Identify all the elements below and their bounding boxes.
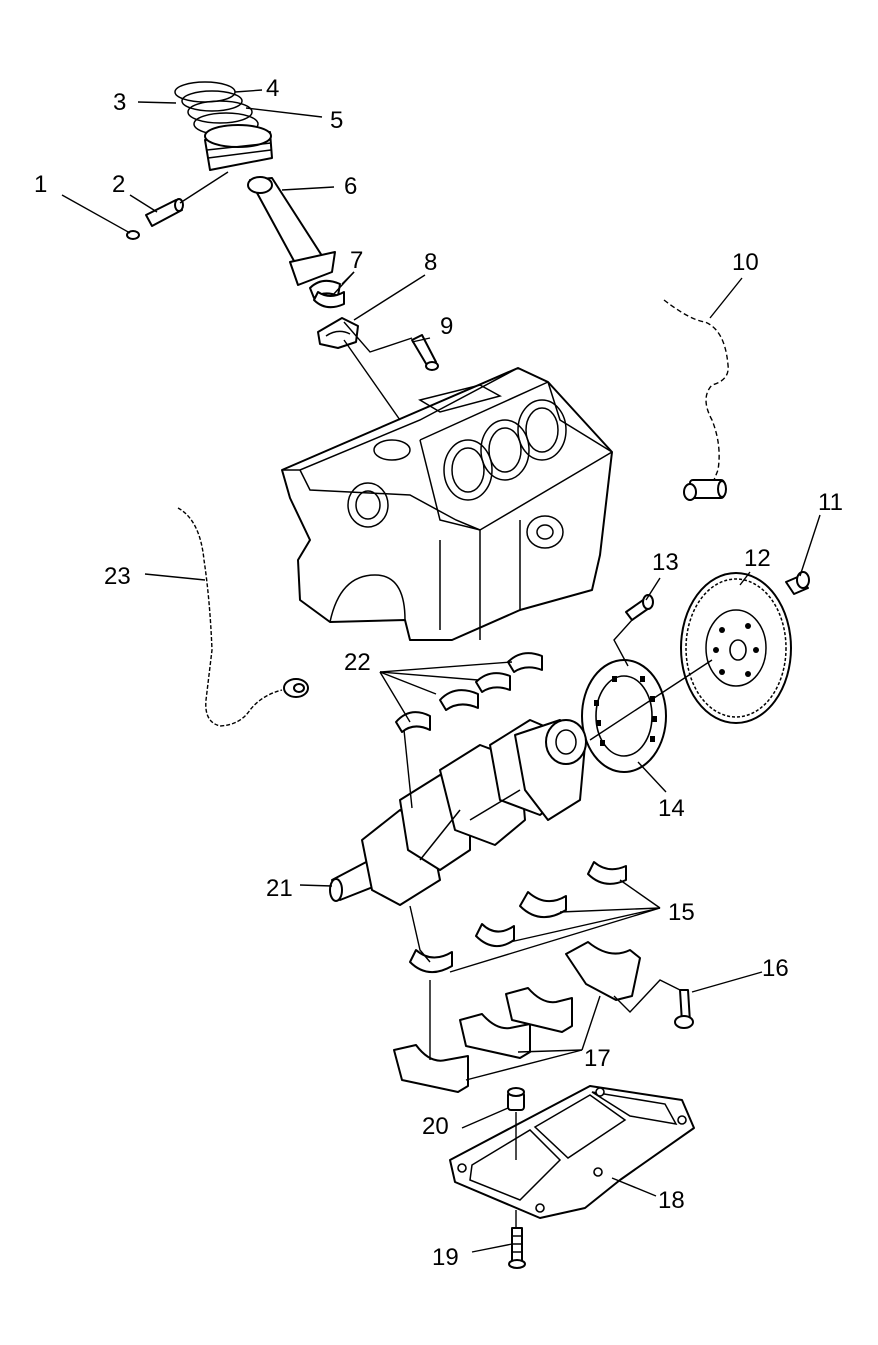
callout-10: 10 (732, 249, 759, 276)
callout-21: 21 (266, 875, 293, 902)
callout-14: 14 (658, 795, 685, 822)
oil-pan-bolt (508, 1227, 526, 1269)
callout-labels: 1 2 3 4 5 6 7 8 9 10 11 12 13 14 15 16 1… (34, 75, 843, 1271)
callout-2: 2 (112, 171, 125, 198)
leader-lines (61, 89, 821, 1253)
callout-1: 1 (34, 171, 47, 198)
callout-6: 6 (344, 173, 357, 200)
flexplate-bolt (785, 571, 810, 595)
crank-position-sensor (663, 299, 729, 501)
engine-block (281, 367, 613, 641)
callout-20: 20 (422, 1113, 449, 1140)
main-bearing-caps (393, 941, 641, 1093)
callout-3: 3 (113, 89, 126, 116)
lower-main-bearings (409, 861, 627, 973)
upper-main-bearings (395, 652, 543, 733)
callout-13: 13 (652, 549, 679, 576)
callout-22: 22 (344, 649, 371, 676)
callout-17: 17 (584, 1045, 611, 1072)
oil-pan-plug (507, 1087, 525, 1111)
flexplate (680, 572, 792, 724)
callout-19: 19 (432, 1244, 459, 1271)
connecting-rod (247, 176, 336, 286)
callout-9: 9 (440, 313, 453, 340)
rod-bolt (411, 334, 439, 371)
main-cap-bolt (674, 989, 694, 1029)
assembly-lines (343, 321, 713, 1228)
callout-5: 5 (330, 107, 343, 134)
piston-pin (145, 171, 229, 227)
callout-4: 4 (266, 75, 279, 102)
callout-7: 7 (350, 247, 363, 274)
callout-12: 12 (744, 545, 771, 572)
knock-sensor (177, 507, 309, 727)
callout-11: 11 (818, 489, 843, 516)
rod-bearings (309, 279, 345, 309)
piston (204, 124, 273, 171)
callout-16: 16 (762, 955, 789, 982)
callout-23: 23 (104, 563, 131, 590)
oil-pan-gasket (449, 1085, 695, 1219)
callout-8: 8 (424, 249, 437, 276)
callout-15: 15 (668, 899, 695, 926)
reluctor-bolt (625, 594, 654, 621)
rod-cap (317, 317, 359, 349)
reluctor-ring (581, 659, 667, 773)
callout-18: 18 (658, 1187, 685, 1214)
crankshaft (329, 719, 587, 906)
